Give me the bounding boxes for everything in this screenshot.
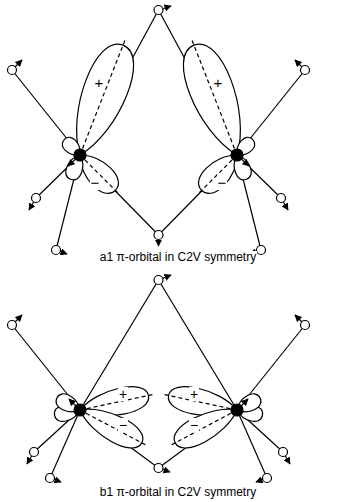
phase-sign: + <box>189 387 199 401</box>
illustration-part <box>154 276 163 285</box>
phase-sign: − <box>90 175 101 190</box>
left-metal-center <box>8 280 159 483</box>
phase-sign: − <box>118 418 128 432</box>
illustration-part <box>154 275 171 473</box>
a1-figure <box>8 6 310 255</box>
figure-caption: b1 π-orbital in C2V symmetry <box>99 486 257 498</box>
left-metal-center <box>8 10 159 255</box>
right-metal-center <box>159 280 310 483</box>
illustration-part <box>154 464 163 473</box>
phase-sign: + <box>213 75 224 90</box>
illustration-part <box>154 231 163 240</box>
figure-caption: a1 π-orbital in C2V symmetry <box>99 251 257 263</box>
illustration-part <box>154 6 171 247</box>
phase-sign: + <box>94 75 105 90</box>
b1-figure <box>8 275 310 483</box>
phase-sign: − <box>217 175 228 190</box>
phase-sign: + <box>118 387 128 401</box>
phase-sign: − <box>189 418 199 432</box>
right-metal-center <box>159 10 310 255</box>
illustration-part <box>154 6 163 15</box>
